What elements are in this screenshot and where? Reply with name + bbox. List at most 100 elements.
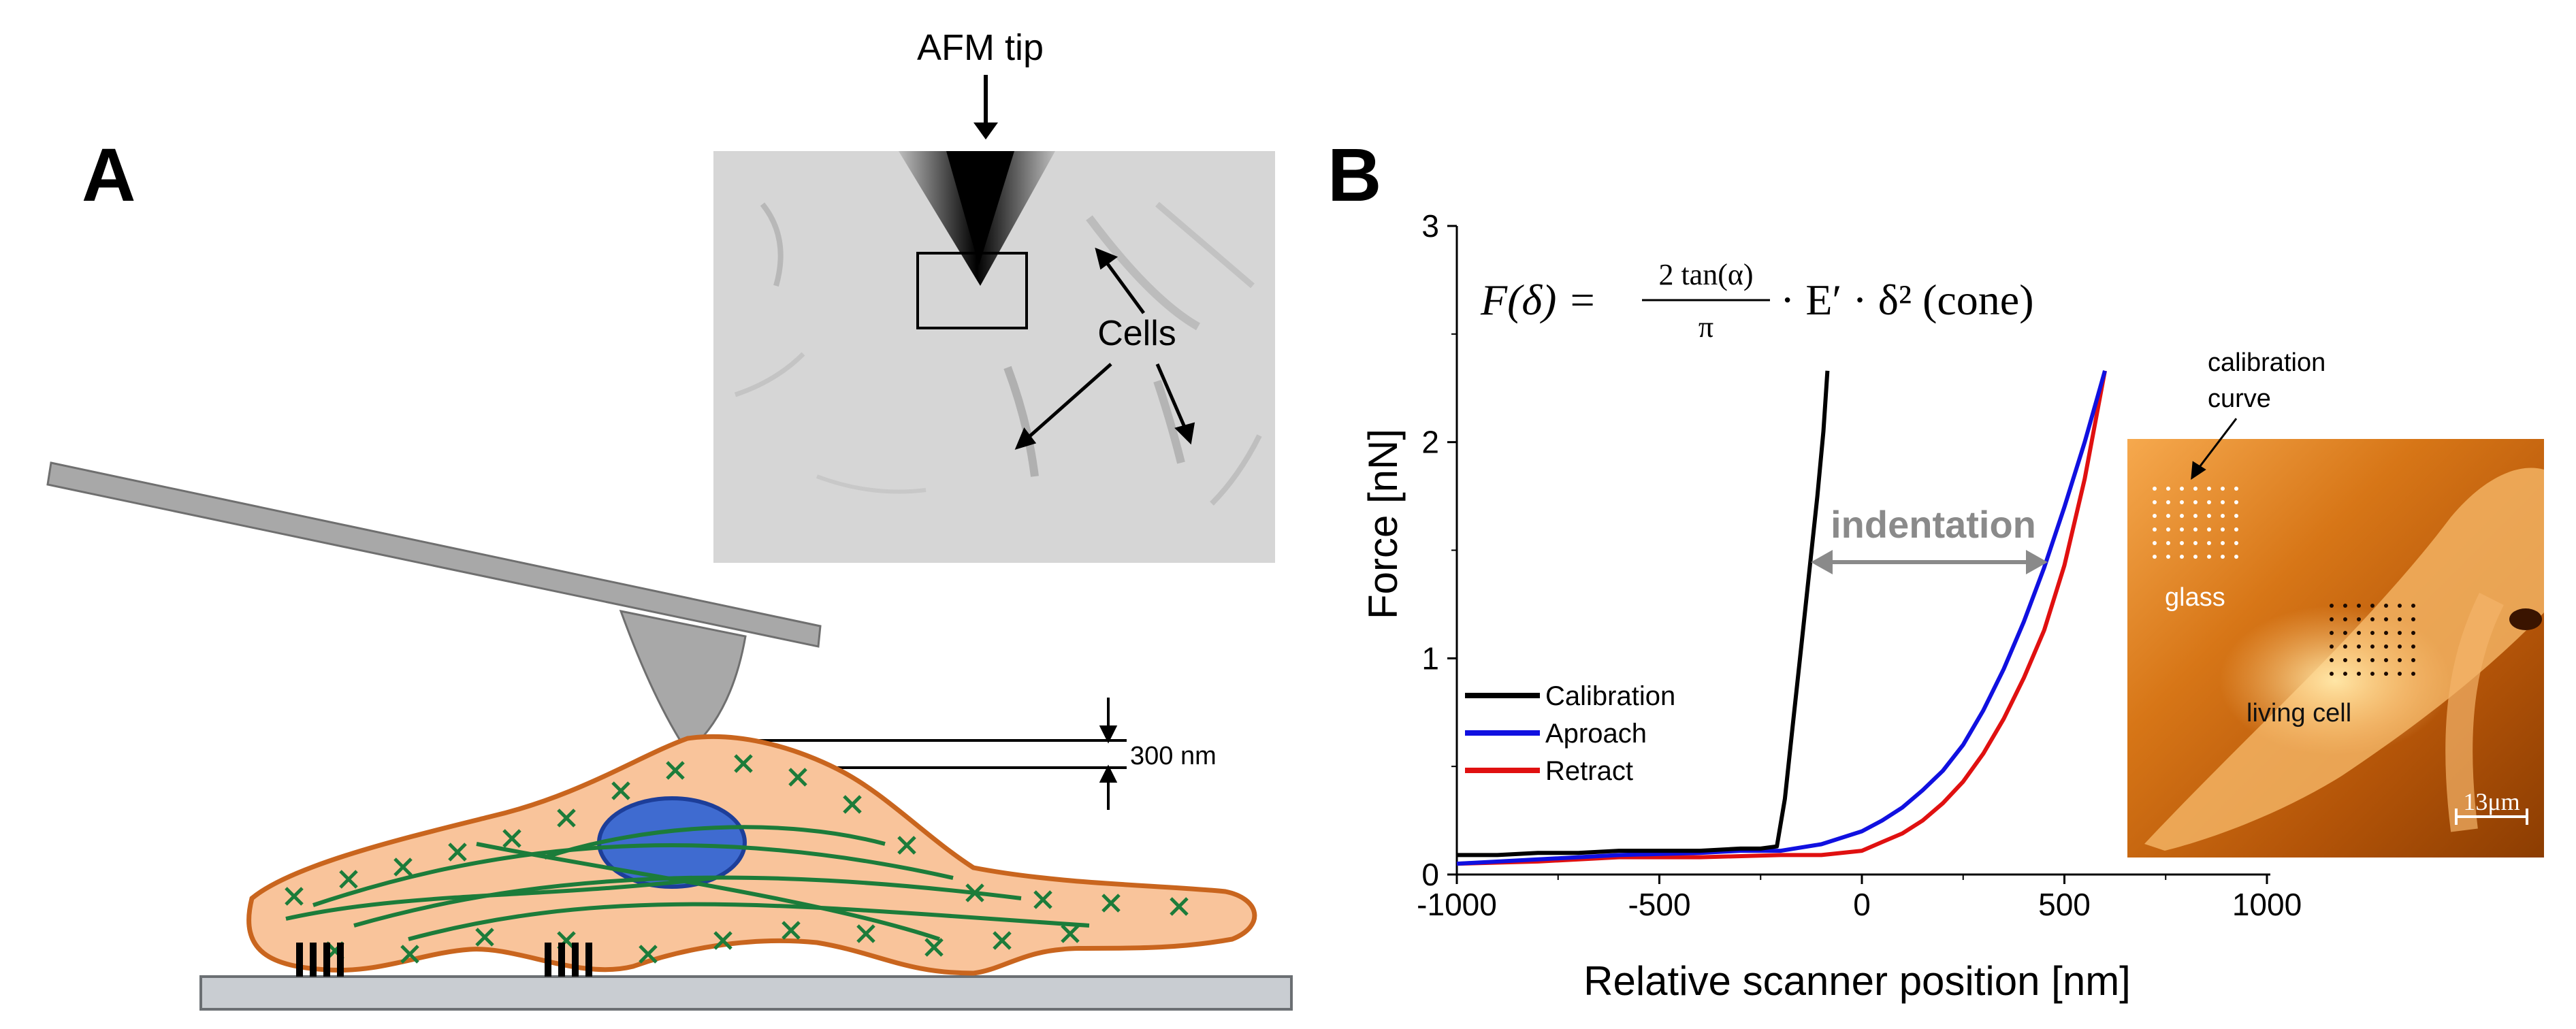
series-line-calibration <box>1457 370 1830 858</box>
glass-point <box>2166 500 2170 504</box>
glass-point <box>2193 500 2197 504</box>
cell-point <box>2398 644 2402 649</box>
cell-point <box>2411 658 2415 662</box>
cell-point <box>2370 658 2374 662</box>
legend-label-aproach: Aproach <box>1545 719 1647 749</box>
glass-label: glass <box>2165 583 2225 612</box>
cell-point <box>2343 658 2347 662</box>
glass-point <box>2207 500 2211 504</box>
glass-point <box>2193 514 2197 518</box>
glass-point <box>2234 527 2238 532</box>
glass-point <box>2153 514 2157 518</box>
glass-point <box>2193 555 2197 559</box>
cell-nucleus <box>597 796 747 889</box>
formula-rhs: · E′ · δ² (cone) <box>1780 276 2034 324</box>
glass-point <box>2234 541 2238 545</box>
x-tick-label: 1000 <box>2232 887 2302 922</box>
y-tick-label: 3 <box>1421 208 1439 244</box>
x-tick-label: -1000 <box>1417 887 1497 922</box>
cell-point <box>2330 631 2334 635</box>
cell-point <box>2343 604 2347 608</box>
cell-point <box>2384 672 2388 676</box>
cell-point <box>2411 644 2415 649</box>
cell-point <box>2370 604 2374 608</box>
legend-label-retract: Retract <box>1545 756 1633 786</box>
glass-point <box>2193 487 2197 491</box>
y-tick-label: 1 <box>1421 640 1439 676</box>
glass-point <box>2207 555 2211 559</box>
glass-point <box>2153 541 2157 545</box>
glass-point <box>2221 514 2225 518</box>
glass-point <box>2180 541 2184 545</box>
glass-grid-points <box>2153 487 2238 559</box>
depth-label: 300 nm <box>1130 742 1217 770</box>
cell-point <box>2411 631 2415 635</box>
cell-point <box>2357 604 2361 608</box>
glass-point <box>2221 500 2225 504</box>
formula-lhs: F(δ) = <box>1480 276 1597 324</box>
glass-point <box>2207 541 2211 545</box>
cell-point <box>2398 658 2402 662</box>
cell-point <box>2398 617 2402 621</box>
glass-point <box>2221 527 2225 532</box>
cell-point <box>2330 617 2334 621</box>
cell-point <box>2357 644 2361 649</box>
glass-point <box>2180 514 2184 518</box>
series-line-aproach <box>1456 370 2107 866</box>
cell-grid-points <box>2330 604 2415 676</box>
glass-point <box>2166 514 2170 518</box>
cell-point <box>2411 672 2415 676</box>
glass-point <box>2234 500 2238 504</box>
cell-point <box>2384 631 2388 635</box>
cell-point <box>2343 672 2347 676</box>
cell-point <box>2330 644 2334 649</box>
cell-point <box>2398 672 2402 676</box>
cell-point <box>2343 644 2347 649</box>
glass-point <box>2221 487 2225 491</box>
glass-point <box>2207 487 2211 491</box>
cell-point <box>2370 617 2374 621</box>
x-tick-label: -500 <box>1628 887 1690 922</box>
focal-adhesions <box>296 943 592 977</box>
afm-tip-arrow <box>973 75 998 140</box>
cytoskeleton-fibers <box>285 825 1090 941</box>
cell-point <box>2370 672 2374 676</box>
indentation-arrow <box>1811 550 2048 574</box>
scale-bar <box>2455 808 2528 825</box>
cell-point <box>2411 617 2415 621</box>
glass-point <box>2166 487 2170 491</box>
panel-b-label: B <box>1327 133 1381 217</box>
glass-point <box>2221 555 2225 559</box>
cell-point <box>2384 644 2388 649</box>
cell-point <box>2384 658 2388 662</box>
x-tick-label: 0 <box>1853 887 1871 922</box>
calibration-arrow <box>2191 418 2238 480</box>
series-line-retract <box>1456 370 2107 866</box>
glass-point <box>2153 555 2157 559</box>
y-axis-label: Force [nN] <box>1360 429 1406 619</box>
living-cell-label: living cell <box>2247 699 2351 728</box>
y-tick-label: 0 <box>1421 857 1439 892</box>
glass-point <box>2207 514 2211 518</box>
formula-denominator: π <box>1698 310 1713 344</box>
glass-point <box>2153 500 2157 504</box>
glass-point <box>2234 487 2238 491</box>
glass-point <box>2221 541 2225 545</box>
glass-point <box>2153 527 2157 532</box>
cell-point <box>2398 631 2402 635</box>
glass-point <box>2180 527 2184 532</box>
glass-point <box>2234 514 2238 518</box>
glass-point <box>2180 500 2184 504</box>
cell-point <box>2398 604 2402 608</box>
cell-point <box>2384 617 2388 621</box>
glass-point <box>2180 555 2184 559</box>
cell-point <box>2330 658 2334 662</box>
indentation-formula: F(δ) = 2 tan(α) π · E′ · δ² (cone) <box>1480 258 2034 344</box>
substrate <box>199 975 1293 1011</box>
y-tick-label: 2 <box>1421 425 1439 460</box>
glass-point <box>2153 487 2157 491</box>
cell-point <box>2343 617 2347 621</box>
glass-point <box>2180 487 2184 491</box>
